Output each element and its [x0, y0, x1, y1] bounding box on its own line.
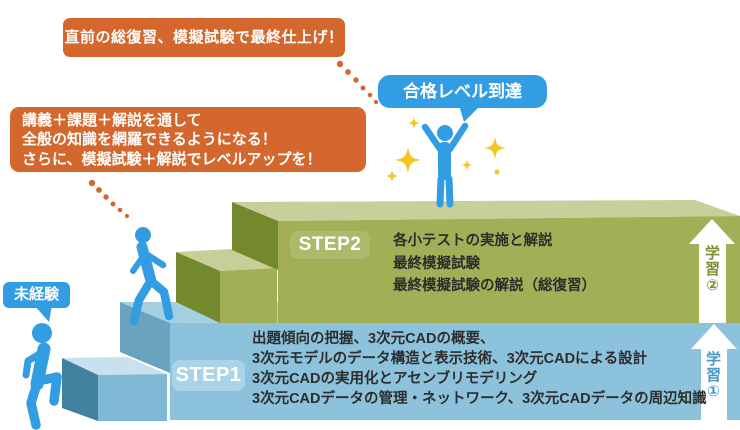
beginner-bubble-tail [34, 305, 52, 322]
step2-badge: STEP2 [290, 231, 370, 259]
sparkle-icon [386, 117, 506, 182]
study2-label-char: 学 [704, 245, 720, 262]
step2-item: 最終模擬試験 [393, 255, 480, 272]
pass-bubble-tail [459, 105, 481, 122]
step1-item: 出題傾向の把握、3次元CADの概要、 [252, 331, 495, 347]
step2-item: 各小テストの実施と解説 [393, 233, 553, 249]
study1-label-char: 習 [705, 367, 721, 384]
person-celebrating-icon [421, 122, 469, 208]
beginner-bubble: 未経験 [3, 282, 70, 308]
small-green-step-left-face [176, 252, 220, 323]
lecture-bubble: 講義＋課題＋解説を通して 全般の知識を網羅できるようになる！ さらに、模擬試験＋… [10, 107, 366, 172]
study2-label: 学 習 ② [702, 246, 723, 294]
step2-item-list: 各小テストの実施と解説 最終模擬試験 最終模擬試験の解説（総復習） [393, 230, 596, 298]
small-blue-step-top-face [62, 357, 167, 375]
study2-label-char: 習 [704, 261, 720, 278]
lecture-bubble-line: さらに、模擬試験＋解説でレベルアップを！ [22, 150, 322, 168]
step1-item-list: 出題傾向の把握、3次元CADの概要、 3次元モデルのデータ構造と表示技術、3次元… [252, 329, 707, 409]
small-green-step-top-face [176, 249, 277, 271]
lecture-bubble-line: 全般の知識を網羅できるようになる！ [22, 131, 277, 149]
small-green-step-front-face [220, 268, 277, 323]
study1-label-char: ① [707, 383, 720, 400]
study2-up-arrow-icon [689, 219, 735, 323]
study1-label-char: 学 [705, 351, 721, 368]
step2-item: 最終模擬試験の解説（総復習） [393, 278, 596, 294]
small-blue-step-left-face [62, 358, 98, 421]
step2-top-face [232, 200, 740, 221]
person-walking-icon [22, 323, 62, 430]
step1-item: 3次元CADデータの管理・ネットワーク、3次元CADデータの周辺知識 [252, 391, 707, 407]
study1-up-arrow-icon [691, 324, 737, 430]
pass-level-bubble: 合格レベル到達 [378, 75, 547, 108]
step1-item: 3次元CADの実用化とアセンブリモデリング [252, 371, 538, 387]
final-review-bubble: 直前の総復習、模擬試験で最終仕上げ！ [63, 18, 345, 57]
study2-label-char: ② [706, 277, 719, 294]
small-blue-step-front-face [98, 374, 167, 421]
step2-front-face [278, 216, 740, 323]
step1-front-face [170, 323, 740, 420]
study1-label: 学 習 ① [703, 352, 724, 400]
step1-item: 3次元モデルのデータ構造と表示技術、3次元CADによる設計 [252, 351, 648, 367]
lecture-bubble-line: 講義＋課題＋解説を通して [22, 112, 202, 129]
dotted-trail-left [88, 179, 130, 219]
step1-badge: STEP1 [172, 360, 245, 391]
dotted-trail-top [336, 60, 379, 105]
step2-left-face [232, 202, 278, 270]
person-climbing-icon [129, 227, 174, 326]
